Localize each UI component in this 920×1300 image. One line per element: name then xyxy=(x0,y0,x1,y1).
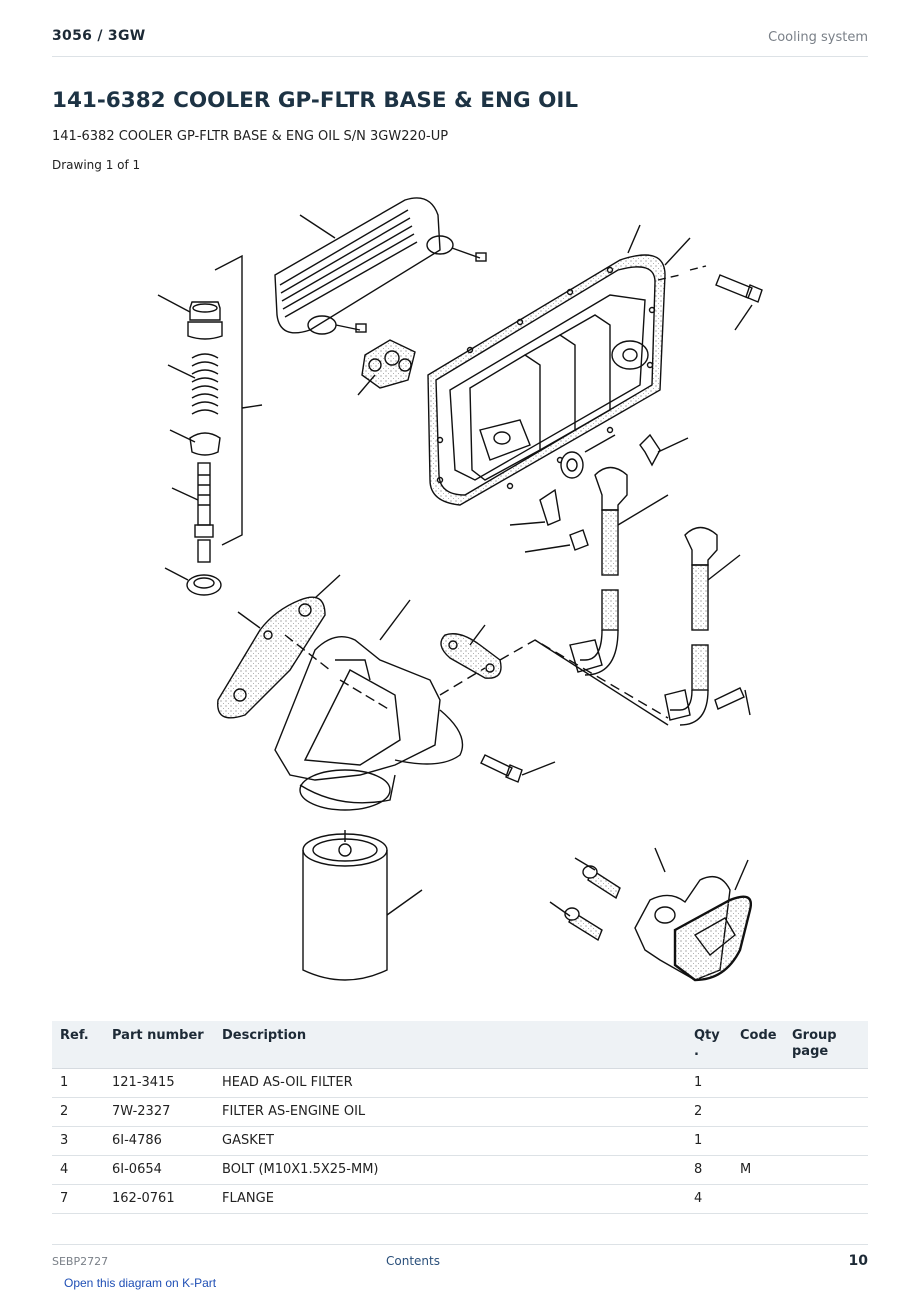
cell-part-number: 6I-0654 xyxy=(104,1155,214,1185)
cell-qty: 4 xyxy=(686,1184,732,1214)
cell-description: GASKET xyxy=(214,1126,686,1156)
cell-group-page xyxy=(784,1097,868,1127)
col-header-part-number: Part number xyxy=(104,1021,214,1069)
cell-code xyxy=(732,1184,784,1214)
open-in-kpart-link[interactable]: Open this diagram on K-Part xyxy=(64,1276,217,1290)
cell-part-number: 7W-2327 xyxy=(104,1097,214,1127)
cell-description: BOLT (M10X1.5X25-MM) xyxy=(214,1155,686,1185)
page-number: 10 xyxy=(848,1253,868,1269)
col-header-ref: Ref. xyxy=(52,1021,104,1069)
section-label: Cooling system xyxy=(768,30,868,45)
col-header-group-page: Group page xyxy=(784,1021,868,1069)
table-row: 7 162-0761 FLANGE 4 xyxy=(52,1184,868,1214)
relief-valve-assembly xyxy=(186,301,223,596)
exploded-parts-diagram xyxy=(157,197,763,982)
oil-tubes xyxy=(569,466,718,726)
cell-group-page xyxy=(784,1068,868,1098)
table-row: 2 7W-2327 FILTER AS-ENGINE OIL 2 xyxy=(52,1097,868,1127)
contents-link[interactable]: Contents xyxy=(386,1254,440,1268)
cell-code: M xyxy=(732,1155,784,1185)
parts-table: Ref. Part number Description Qty . Code … xyxy=(52,1021,868,1214)
cooler-cover-plate xyxy=(427,254,666,506)
drawing-label: Drawing 1 of 1 xyxy=(52,158,141,172)
cell-code xyxy=(732,1126,784,1156)
cell-ref: 3 xyxy=(52,1126,104,1156)
filter-head-gasket xyxy=(217,596,326,719)
oil-filter-canister xyxy=(302,830,388,981)
page-header: 3056 / 3GW Cooling system xyxy=(52,22,868,57)
table-row: 3 6I-4786 GASKET 1 xyxy=(52,1126,868,1156)
cell-qty: 1 xyxy=(686,1126,732,1156)
cell-description: FLANGE xyxy=(214,1184,686,1214)
col-header-code: Code xyxy=(732,1021,784,1069)
col-header-qty: Qty . xyxy=(686,1021,732,1069)
cell-group-page xyxy=(784,1184,868,1214)
cell-qty: 8 xyxy=(686,1155,732,1185)
document-id: SEBP2727 xyxy=(52,1255,109,1268)
cell-group-page xyxy=(784,1155,868,1185)
cell-part-number: 6I-4786 xyxy=(104,1126,214,1156)
cell-description: FILTER AS-ENGINE OIL xyxy=(214,1097,686,1127)
oil-cooler xyxy=(274,197,487,335)
table-row: 1 121-3415 HEAD AS-OIL FILTER 1 xyxy=(52,1068,868,1098)
cell-description: HEAD AS-OIL FILTER xyxy=(214,1068,686,1098)
cell-ref: 7 xyxy=(52,1184,104,1214)
page-subtitle: 141-6382 COOLER GP-FLTR BASE & ENG OIL S… xyxy=(52,129,449,144)
cell-group-page xyxy=(784,1126,868,1156)
cooler-gasket xyxy=(361,339,416,389)
cell-ref: 4 xyxy=(52,1155,104,1185)
bolt-top-right xyxy=(715,274,763,303)
cell-code xyxy=(732,1097,784,1127)
page-title: 141-6382 COOLER GP-FLTR BASE & ENG OIL xyxy=(52,88,579,113)
page-footer: SEBP2727 Contents 10 xyxy=(52,1244,868,1275)
table-row: 4 6I-0654 BOLT (M10X1.5X25-MM) 8 M xyxy=(52,1155,868,1185)
cell-part-number: 162-0761 xyxy=(104,1184,214,1214)
model-label: 3056 / 3GW xyxy=(52,28,146,44)
flange-assembly xyxy=(564,865,752,982)
oil-filter-head xyxy=(274,636,464,811)
bolt-center xyxy=(480,754,523,783)
cell-qty: 2 xyxy=(686,1097,732,1127)
cell-part-number: 121-3415 xyxy=(104,1068,214,1098)
flange-gasket xyxy=(440,633,502,679)
cell-qty: 1 xyxy=(686,1068,732,1098)
col-header-description: Description xyxy=(214,1021,686,1069)
cell-code xyxy=(732,1068,784,1098)
cell-ref: 2 xyxy=(52,1097,104,1127)
cell-ref: 1 xyxy=(52,1068,104,1098)
parts-table-header: Ref. Part number Description Qty . Code … xyxy=(52,1021,868,1069)
